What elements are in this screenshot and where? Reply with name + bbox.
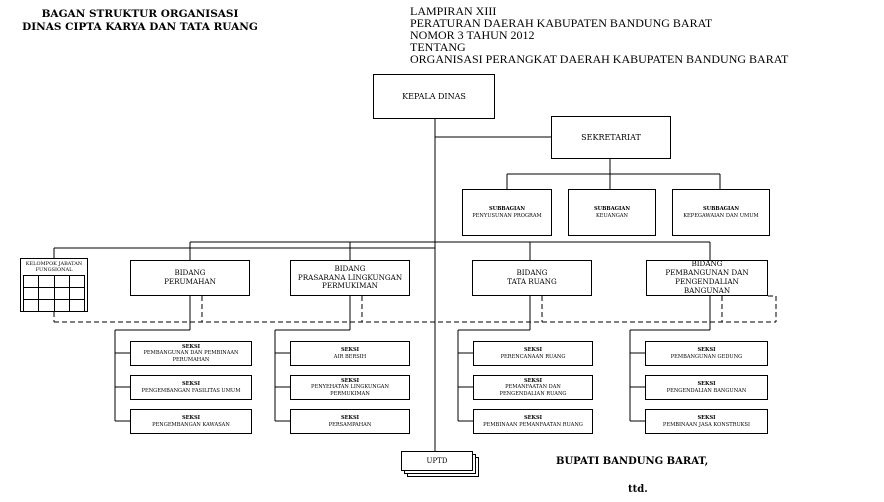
- seksi-name: PENYEHATAN LINGKUNGAN PERMUKIMAN: [311, 384, 389, 397]
- seksi-title: SEKSI: [697, 346, 716, 353]
- bidang-title: BIDANG: [516, 268, 548, 278]
- subbagian-box: SUBBAGIAN PENYUSUNAN PROGRAM: [462, 189, 552, 236]
- seksi-box: SEKSI PEMBANGUNAN GEDUNG: [645, 341, 768, 366]
- seksi-name: PENGENDALIAN BANGUNAN: [666, 387, 747, 394]
- seksi-name: PEMBINAAN PEMANFAATAN RUANG: [483, 421, 583, 428]
- chart-title: BAGAN STRUKTUR ORGANISASI DINAS CIPTA KA…: [20, 8, 260, 34]
- subbagian-name: KEPEGAWAIAN DAN UMUM: [683, 212, 759, 219]
- reference-line-5: ORGANISASI PERANGKAT DAERAH KABUPATEN BA…: [410, 52, 789, 66]
- subbagian-title: SUBBAGIAN: [702, 205, 740, 212]
- title-line-2: DINAS CIPTA KARYA DAN TATA RUANG: [22, 21, 258, 33]
- seksi-box: SEKSI PEMANFAATAN DAN PENGENDALIAN RUANG: [473, 375, 593, 400]
- bidang-box: BIDANG PERUMAHAN: [130, 260, 250, 296]
- kelompok-label: KELOMPOK JABATAN FUNGSIONAL: [25, 261, 83, 273]
- seksi-box: SEKSI PENGEMBANGAN FASILITAS UMUM: [130, 375, 252, 400]
- sekretariat-box: SEKRETARIAT: [551, 116, 671, 159]
- regulation-reference: LAMPIRAN XIII PERATURAN DAERAH KABUPATEN…: [410, 5, 788, 65]
- seksi-title: SEKSI: [340, 377, 360, 384]
- bidang-title: BIDANG: [691, 259, 723, 269]
- bidang-title: BIDANG: [174, 268, 206, 278]
- subbagian-title: SUBBAGIAN: [593, 205, 631, 212]
- seksi-box: SEKSI PEMBINAAN PEMANFAATAN RUANG: [473, 409, 593, 434]
- seksi-title: SEKSI: [523, 377, 543, 384]
- seksi-name: PEMBINAAN JASA KONSTRUKSI: [662, 421, 751, 428]
- seksi-name: PEMANFAATAN DAN PENGENDALIAN RUANG: [499, 384, 567, 397]
- kelompok-grid: [23, 275, 85, 312]
- seksi-name: PEMBANGUNAN DAN PEMBINAAN PERUMAHAN: [143, 350, 239, 363]
- seksi-name: PENGEMBANGAN FASILITAS UMUM: [141, 387, 241, 394]
- subbagian-name: PENYUSUNAN PROGRAM: [472, 212, 542, 219]
- kepala-dinas-label: KEPALA DINAS: [402, 92, 466, 101]
- subbagian-box: SUBBAGIAN KEUANGAN: [568, 189, 656, 236]
- reference-line-4: TENTANG: [410, 40, 466, 54]
- bidang-name: PRASARANA LINGKUNGAN PERMUKIMAN: [297, 272, 403, 291]
- title-line-1: BAGAN STRUKTUR ORGANISASI: [41, 8, 239, 20]
- reference-line-2: PERATURAN DAERAH KABUPATEN BANDUNG BARAT: [410, 16, 713, 30]
- seksi-title: SEKSI: [340, 346, 360, 353]
- subbagian-name: KEUANGAN: [596, 212, 628, 219]
- seksi-title: SEKSI: [523, 346, 543, 353]
- seksi-name: PENGEMBANGAN KAWASAN: [152, 421, 230, 428]
- seksi-title: SEKSI: [181, 414, 201, 421]
- seksi-title: SEKSI: [340, 414, 360, 421]
- subbagian-title: SUBBAGIAN: [488, 205, 526, 212]
- seksi-title: SEKSI: [697, 380, 716, 387]
- bidang-box: BIDANG TATA RUANG: [472, 260, 592, 296]
- seksi-title: SEKSI: [697, 414, 716, 421]
- seksi-box: SEKSI AIR BERSIH: [290, 341, 410, 366]
- seksi-name: AIR BERSIH: [333, 353, 367, 360]
- seksi-name: PEMBANGUNAN GEDUNG: [670, 353, 743, 360]
- seksi-box: SEKSI PEMBANGUNAN DAN PEMBINAAN PERUMAHA…: [130, 341, 252, 366]
- kelompok-jabatan-fungsional-box: KELOMPOK JABATAN FUNGSIONAL: [20, 258, 88, 312]
- signature-title: BUPATI BANDUNG BARAT,: [556, 456, 709, 467]
- seksi-title: SEKSI: [523, 414, 543, 421]
- reference-line-3: NOMOR 3 TAHUN 2012: [410, 28, 535, 42]
- seksi-box: SEKSI PERSAMPAHAN: [290, 409, 410, 434]
- uptd-label: UPTD: [426, 457, 448, 465]
- seksi-title: SEKSI: [181, 343, 201, 350]
- seksi-box: SEKSI PENYEHATAN LINGKUNGAN PERMUKIMAN: [290, 375, 410, 400]
- sekretariat-label: SEKRETARIAT: [581, 133, 641, 142]
- subbagian-box: SUBBAGIAN KEPEGAWAIAN DAN UMUM: [672, 189, 770, 236]
- signature-ttd: ttd.: [628, 484, 648, 495]
- bidang-box: BIDANG PRASARANA LINGKUNGAN PERMUKIMAN: [290, 260, 410, 296]
- bidang-title: BIDANG: [334, 263, 366, 273]
- seksi-name: PERENCANAAN RUANG: [500, 353, 566, 360]
- seksi-box: SEKSI PEMBINAAN JASA KONSTRUKSI: [645, 409, 768, 434]
- kepala-dinas-box: KEPALA DINAS: [373, 74, 495, 119]
- bidang-box: BIDANG PEMBANGUNAN DAN PENGENDALIAN BANG…: [646, 260, 768, 296]
- seksi-box: SEKSI PERENCANAAN RUANG: [473, 341, 593, 366]
- bidang-name: PERUMAHAN: [164, 277, 216, 286]
- reference-line-1: LAMPIRAN XIII: [410, 4, 497, 18]
- seksi-box: SEKSI PENGENDALIAN BANGUNAN: [645, 375, 768, 400]
- bidang-name: TATA RUANG: [507, 277, 557, 286]
- seksi-name: PERSAMPAHAN: [328, 421, 372, 428]
- seksi-box: SEKSI PENGEMBANGAN KAWASAN: [130, 409, 252, 434]
- uptd-box: UPTD: [401, 451, 473, 471]
- seksi-title: SEKSI: [181, 380, 201, 387]
- bidang-name: PEMBANGUNAN DAN PENGENDALIAN BANGUNAN: [665, 268, 749, 295]
